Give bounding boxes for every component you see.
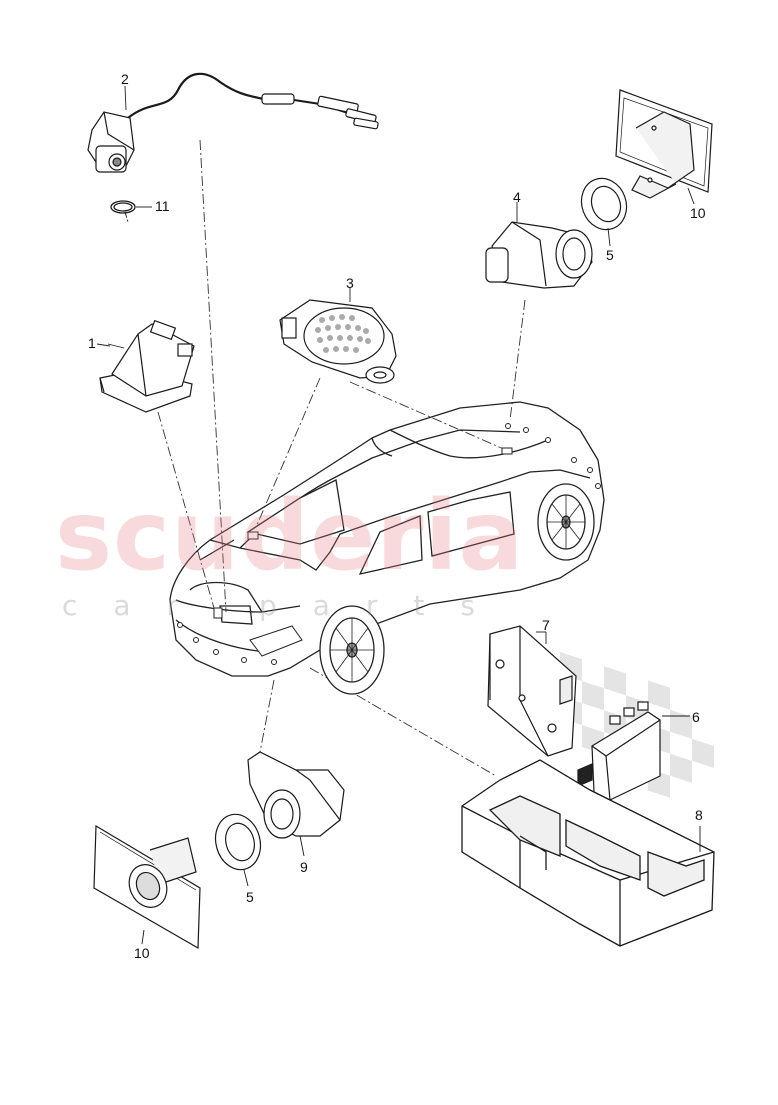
mounting-plate-part-10-top [615, 89, 713, 205]
callout-3: 3 [346, 275, 354, 291]
callout-6: 6 [692, 709, 700, 725]
parking-sensor-part-9 [247, 751, 345, 857]
callout-2: 2 [121, 71, 129, 87]
callout-4: 4 [513, 189, 521, 205]
callout-8: 8 [695, 807, 703, 823]
control-unit-part-7 [487, 625, 577, 757]
car-component-markers [213, 447, 513, 657]
callout-5-top: 5 [606, 247, 614, 263]
sensor-ring-part-5-bottom [214, 813, 262, 887]
rear-camera-part-2 [87, 72, 379, 173]
car-outline [169, 401, 605, 677]
callout-10-top: 10 [690, 205, 706, 221]
car-sensor-dots [177, 423, 601, 665]
watermark-subtitle: car parts [62, 589, 511, 622]
callout-11: 11 [155, 198, 170, 214]
callout-ticks [96, 85, 547, 644]
sensor-ring-part-5-top [580, 177, 628, 247]
callout-5-bottom: 5 [246, 889, 254, 905]
buzzer-part-3 [279, 299, 397, 384]
car-wheels [319, 483, 595, 695]
mounting-plate-part-10-bottom [93, 824, 201, 950]
camera-bracket-part-1 [99, 319, 195, 413]
parking-sensor-part-4 [485, 221, 593, 289]
callout-10-bottom: 10 [134, 945, 150, 961]
callout-1: 1 [88, 335, 96, 351]
callout-7: 7 [542, 617, 550, 633]
watermark-brand: scuderia [55, 480, 525, 592]
storage-tray-part-8 [461, 759, 715, 947]
o-ring-part-11 [110, 200, 152, 223]
callout-9: 9 [300, 859, 308, 875]
